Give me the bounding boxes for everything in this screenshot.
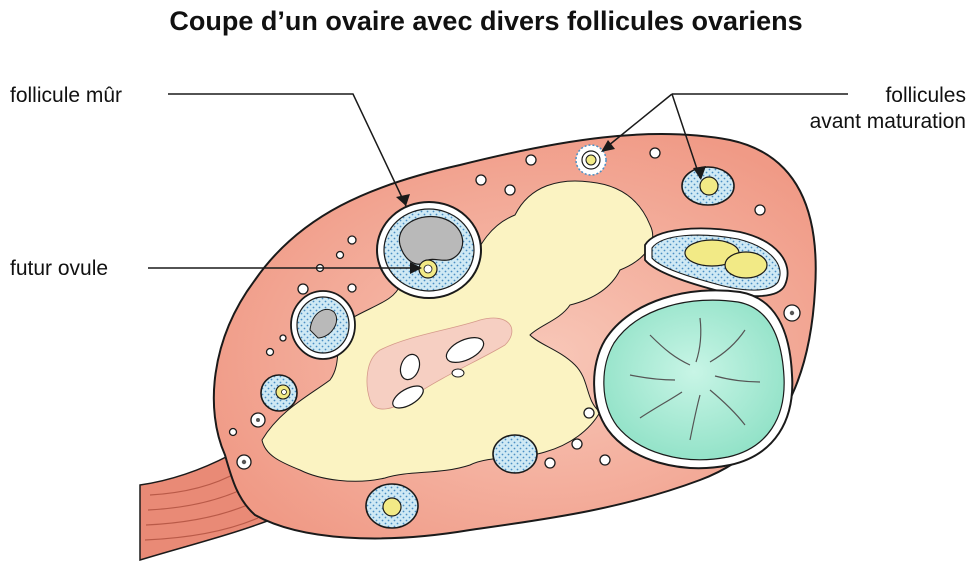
follicle-small-3 xyxy=(261,375,297,411)
follicle-small-4 xyxy=(493,435,537,473)
label-follicule-mur: follicule mûr xyxy=(10,83,122,109)
label-follicules-line1: follicules xyxy=(810,83,966,109)
follicle-secondary xyxy=(291,291,355,359)
label-futur-ovule: futur ovule xyxy=(10,256,108,282)
label-follicules-line2: avant maturation xyxy=(810,109,966,135)
follicle-small-5 xyxy=(366,484,418,528)
follicle-small-1 xyxy=(576,145,606,175)
label-follicules-avant-maturation: follicules avant maturation xyxy=(810,83,966,135)
leader-follicule-mur xyxy=(168,94,406,206)
follicle-small-2 xyxy=(682,167,734,205)
follicle-mature xyxy=(377,202,481,298)
